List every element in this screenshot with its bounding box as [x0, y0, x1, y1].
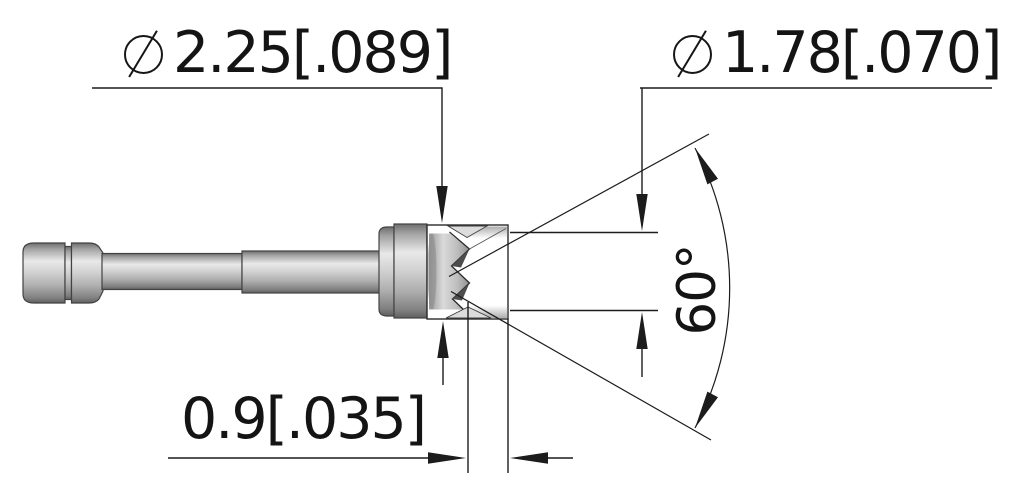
probe-groove [64, 245, 73, 301]
cup-back-wall [427, 233, 437, 310]
tip-diameter-value: 1.78[.070] [722, 20, 1002, 86]
probe-shaft-thick [241, 250, 382, 294]
probe-end-cap [22, 242, 66, 304]
probe-shaft-thin [101, 252, 243, 291]
dimension-annotations [92, 87, 992, 473]
diameter-symbol-icon [124, 35, 163, 74]
crown-teeth-zigzag [449, 231, 471, 311]
probe-flange-chamfer [378, 226, 395, 317]
probe-flange [393, 223, 428, 319]
probe-body [22, 223, 428, 319]
dimension-label-cone-angle: 60° [667, 235, 728, 345]
tip-depth-value: 0.9[.035] [181, 386, 427, 452]
barrel-diameter-value: 2.25[.089] [173, 20, 453, 86]
leader-tip-diameter [510, 87, 992, 377]
dimension-label-barrel-diameter: 2.25[.089] [124, 20, 453, 86]
diameter-symbol-icon [673, 35, 712, 74]
leader-barrel-diameter [92, 87, 449, 385]
crown-cup-interior [429, 233, 470, 310]
probe-ring [70, 242, 104, 304]
dimension-tip-depth [168, 302, 573, 473]
cone-angle-value: 60° [667, 244, 728, 336]
inner-cone-silhouette [469, 228, 507, 250]
tooth-shadow-facet [451, 249, 470, 268]
cone-construction-lines [448, 133, 712, 441]
tooth-shadow-facet [452, 283, 470, 301]
back-tooth-top [446, 225, 489, 239]
angle-arc [694, 147, 731, 429]
dimension-label-tip-depth: 0.9[.035] [181, 386, 427, 452]
dimension-label-tip-diameter: 1.78[.070] [673, 20, 1002, 86]
